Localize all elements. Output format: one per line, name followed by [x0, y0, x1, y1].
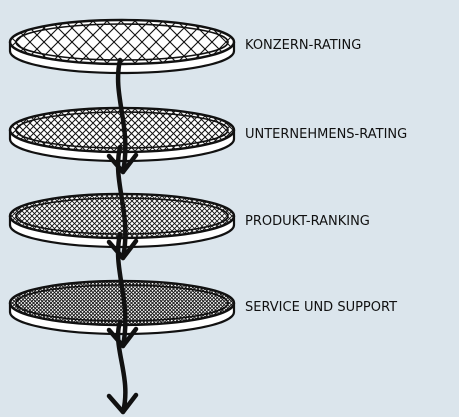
stage-label-unternehmens-rating: UNTERNEHMENS-RATING [245, 127, 408, 142]
sieve-icon [8, 106, 236, 163]
sieve-icon [8, 18, 236, 75]
down-arrow-icon [106, 319, 139, 415]
stage-label-produkt-ranking: PRODUKT-RANKING [245, 214, 370, 229]
stage-label-konzern-rating: KONZERN-RATING [245, 38, 362, 53]
down-arrow-icon [106, 57, 139, 175]
stage-label-service-und-support: SERVICE UND SUPPORT [245, 300, 398, 315]
down-arrow-icon [106, 231, 139, 349]
down-arrow-icon [106, 144, 139, 261]
